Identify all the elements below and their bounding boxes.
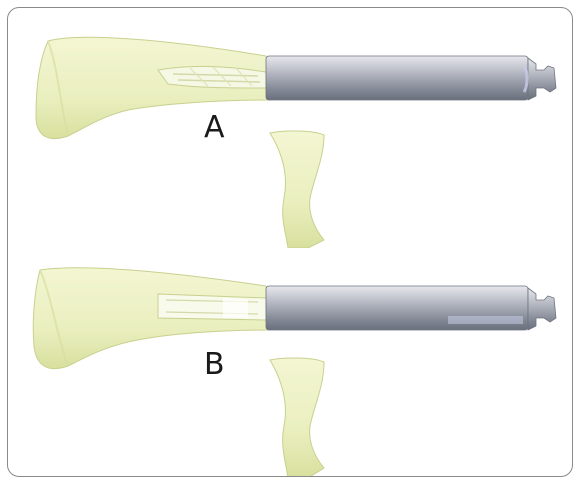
- panel-b: B: [8, 238, 573, 468]
- figure-frame: A: [7, 7, 573, 477]
- reamer-rod-a: [266, 56, 528, 100]
- rod-tip-b: [528, 288, 556, 330]
- bone-distal-b: [270, 358, 324, 477]
- panel-b-illustration: [8, 238, 573, 477]
- panel-label-a: A: [204, 113, 225, 143]
- panel-a: A: [8, 8, 573, 238]
- reamed-slot-b: [158, 294, 266, 320]
- panel-a-illustration: [8, 8, 573, 248]
- rod-tip-a: [528, 58, 556, 100]
- bone-distal-a: [270, 131, 324, 248]
- drill-bit-a: [158, 66, 266, 88]
- panel-label-b: B: [204, 350, 225, 380]
